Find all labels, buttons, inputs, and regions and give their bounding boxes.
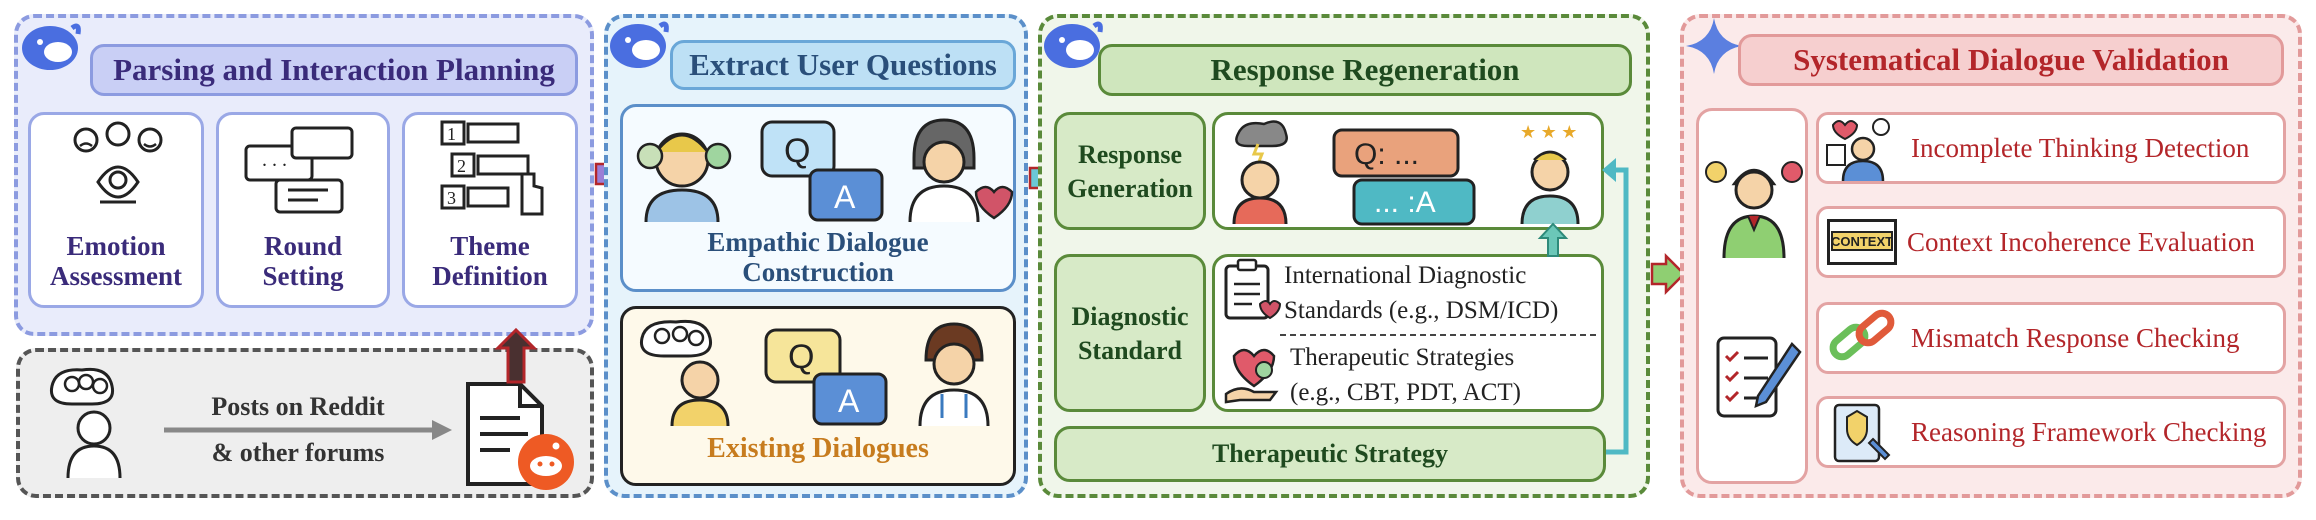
check-mismatch-response-text: Mismatch Response Checking: [1911, 322, 2240, 353]
a-letter-1: A: [834, 179, 856, 215]
whale-logo-icon-2: [610, 21, 669, 68]
theme-label-line2: Definition: [432, 260, 548, 291]
panel2-title-text: Extract User Questions: [689, 47, 997, 82]
heart-hand-icon: [1224, 348, 1279, 404]
emotion-label-line2: Assessment: [50, 260, 182, 291]
response-generation-label: Response Generation: [1054, 138, 1206, 206]
std-text: International Diagnostic Standards (e.g.…: [1284, 258, 1600, 328]
source-line1: Posts on Reddit: [211, 392, 385, 421]
panel1-title: Parsing and Interaction Planning: [90, 44, 578, 96]
emotion-assessment-label: Emotion Assessment: [28, 231, 204, 291]
whale-logo-icon: [22, 23, 81, 70]
confused-person-icon: [49, 367, 122, 479]
diagnostic-standard-label-box: [1054, 254, 1206, 412]
a-bubble-text: ... :A: [1374, 186, 1436, 219]
svg-text:★ ★ ★: ★ ★ ★: [1520, 122, 1577, 142]
strat-line2: (e.g., CBT, PDT, ACT): [1290, 379, 1522, 406]
resp-gen-line2: Generation: [1067, 173, 1193, 203]
panel4-title-text: Systematical Dialogue Validation: [1793, 42, 2229, 77]
clipboard-heart-icon: [1224, 258, 1282, 320]
panel3-title: Response Regeneration: [1098, 44, 1632, 96]
emotion-faces-icon: [73, 121, 163, 204]
document-reddit-icon: [466, 382, 574, 490]
sparkle-logo-icon: [1686, 18, 1742, 74]
feedback-arrow: [1602, 158, 1629, 455]
context-tag-icon: CONTEXT: [1827, 219, 1897, 265]
empathic-dialogue-label: Empathic Dialogue Construction: [620, 227, 1016, 287]
existing-dialogues-label: Existing Dialogues: [620, 433, 1016, 465]
support-chat-scene-icon: Q A: [636, 118, 1014, 223]
certified-document-icon: [1833, 403, 1891, 463]
svg-text:. . .: . . .: [262, 149, 287, 171]
round-setting-label: Round Setting: [216, 231, 390, 291]
source-arrow: [164, 420, 452, 440]
empathic-line2: Construction: [742, 256, 894, 287]
check-row-context-incoherence: CONTEXT Context Incoherence Evaluation: [1816, 206, 2286, 278]
round-label-line2: Setting: [262, 260, 344, 291]
existing-dialogue-scene-icon: Q A: [639, 319, 990, 427]
up-arrow: [494, 327, 538, 384]
divider: [1280, 334, 1596, 336]
panel4-title: Systematical Dialogue Validation: [1738, 34, 2284, 86]
whale-logo-icon-3: [1044, 21, 1103, 68]
numbered-list-icon: 1 2 3: [440, 120, 544, 216]
check-incomplete-thinking-text: Incomplete Thinking Detection: [1911, 132, 2250, 163]
strat-text: Therapeutic Strategies (e.g., CBT, PDT, …: [1290, 340, 1600, 410]
diag-line1: Diagnostic: [1071, 302, 1189, 331]
diagnostic-standards-list: [1212, 254, 1604, 412]
card-theme-definition: [402, 112, 578, 308]
diag-line2: Standard: [1077, 335, 1183, 365]
broken-link-icon: [1829, 309, 1895, 361]
panel1-title-text: Parsing and Interaction Planning: [113, 52, 555, 87]
check-row-reasoning-framework: Reasoning Framework Checking: [1816, 396, 2286, 468]
svg-text:3: 3: [447, 188, 456, 208]
source-label: Posts on Reddit & other forums: [168, 384, 428, 475]
panel3-title-text: Response Regeneration: [1210, 52, 1520, 87]
arrow-panel3-to-panel4: [1650, 252, 1686, 296]
check-reasoning-framework-text: Reasoning Framework Checking: [1911, 416, 2267, 447]
existing-dialogues-text: Existing Dialogues: [707, 433, 929, 464]
q-letter-1: Q: [784, 132, 810, 170]
response-generation-scene-icon: Q: ... ... :A ★ ★ ★: [1232, 120, 1580, 226]
diagnostic-standard-label: Diagnostic Standard: [1054, 300, 1206, 368]
svg-text:1: 1: [447, 124, 456, 144]
check-context-incoherence-text: Context Incoherence Evaluation: [1907, 226, 2255, 257]
therapeutic-strategy-text: Therapeutic Strategy: [1211, 439, 1449, 468]
empathic-line1: Empathic Dialogue: [707, 227, 929, 257]
q-letter-2: Q: [788, 338, 814, 376]
theme-definition-label: Theme Definition: [402, 231, 578, 291]
validator-person-icon: [1705, 161, 1803, 259]
q-bubble-text: Q: ...: [1354, 138, 1419, 171]
a-letter-2: A: [838, 383, 860, 419]
source-line2: & other forums: [211, 437, 385, 467]
card-emotion-assessment: [28, 112, 204, 308]
check-row-incomplete-thinking: Incomplete Thinking Detection: [1816, 112, 2286, 184]
check-row-mismatch-response: Mismatch Response Checking: [1816, 302, 2286, 374]
chat-bubbles-icon: . . .: [244, 126, 354, 214]
panel2-title: Extract User Questions: [670, 40, 1016, 90]
context-tag-text: CONTEXT: [1831, 231, 1893, 251]
resp-gen-line1: Response: [1077, 140, 1182, 169]
checklist-pen-icon: [1716, 336, 1802, 418]
strat-line1: Therapeutic Strategies: [1290, 344, 1515, 371]
response-generation-label-box: [1054, 112, 1206, 230]
svg-text:2: 2: [457, 156, 466, 176]
therapeutic-strategy-bar: Therapeutic Strategy: [1054, 426, 1606, 482]
theme-label-line1: Theme: [450, 231, 530, 261]
up-arrow-green: [1537, 222, 1569, 257]
std-line1: International Diagnostic: [1284, 262, 1527, 289]
emotion-label-line1: Emotion: [66, 231, 166, 261]
thinking-person-icon: [1826, 118, 1890, 182]
round-label-line1: Round: [263, 231, 343, 261]
std-line2: Standards (e.g., DSM/ICD): [1284, 297, 1559, 324]
